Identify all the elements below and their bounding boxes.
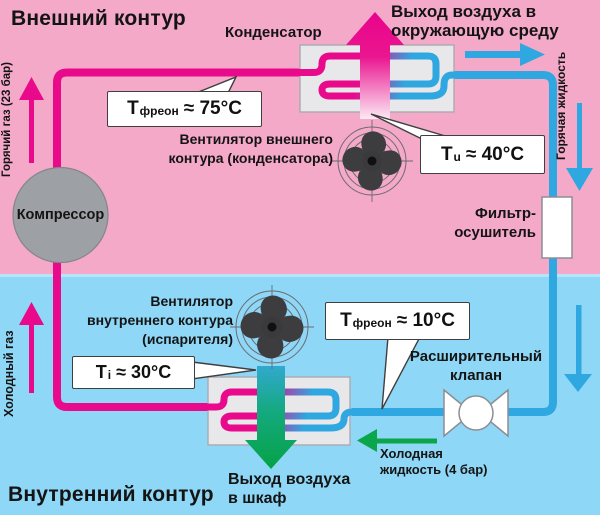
filter-drier-label: Фильтр- осушитель [420, 204, 536, 242]
condenser-fan-label: Вентилятор внешнего контура (конденсатор… [137, 130, 333, 168]
cold-gas-label: Холодный газ [2, 330, 16, 418]
evaporator-fan-label: Вентилятор внутреннего контура (испарите… [74, 292, 233, 349]
t-subscript: i [107, 367, 112, 382]
air-cabinet-label-line2: в шкаф [228, 490, 287, 507]
air-exhaust-arrow [346, 12, 404, 119]
expansion-valve-label: Расширительный клапан [396, 347, 556, 385]
filter-drier-icon [541, 196, 573, 259]
compressor-body [12, 166, 109, 264]
hot-liquid-label: Горячая жидкость [554, 51, 568, 161]
expansion-valve-icon [443, 388, 509, 438]
compressor-label: Компрессор [16, 207, 105, 223]
cold-liquid-label-line2: жидкость (4 бар) [380, 461, 488, 477]
cold-liquid-label-line1: Холодная [380, 446, 443, 461]
expansion-valve-label-line2: клапан [449, 367, 503, 384]
air-exhaust-label: Выход воздуха в окружающую среду [391, 2, 559, 40]
liquid-line-down-arrow [564, 305, 592, 392]
air-exhaust-label-line2: окружающую среду [391, 21, 559, 40]
internal-circuit-heading: Внутренний контур [8, 483, 214, 506]
hot-gas-label: Горячий газ (23 бар) [1, 62, 13, 178]
cold-liquid-flow-arrow [357, 429, 437, 452]
air-cabinet-label-line1: Выход воздуха [228, 471, 351, 488]
section-divider [0, 274, 600, 277]
t-symbol: Т [440, 143, 453, 165]
filter-drier-label-line2: осушитель [454, 224, 536, 241]
evaporator-fan-icon [230, 285, 314, 369]
condenser-fan-icon [331, 120, 413, 202]
hot-gas-flow-arrow [19, 77, 44, 163]
t-symbol: Т [95, 362, 107, 382]
t-symbol: Т [127, 98, 139, 119]
hot-liquid-direction-arrow [465, 43, 545, 66]
condenser-fan-label-line1: Вентилятор внешнего [179, 131, 333, 147]
filter-drier-label-line1: Фильтр- [475, 205, 536, 222]
air-exhaust-label-line1: Выход воздуха в [391, 2, 537, 21]
external-circuit-heading: Внешний контур [11, 7, 186, 30]
evaporator-coil [204, 388, 357, 432]
evaporator-fan-label-line3: (испарителя) [142, 331, 233, 347]
condenser-label: Конденсатор [225, 24, 322, 41]
t-value: ≈ 10°C [396, 310, 455, 331]
cold-liquid-label: Холодная жидкость (4 бар) [380, 446, 487, 477]
t-value: ≈ 75°C [183, 98, 242, 119]
expansion-valve-label-line1: Расширительный [409, 348, 543, 365]
t-value: ≈ 40°C [465, 143, 525, 165]
air-cabinet-label: Выход воздуха в шкаф [228, 470, 350, 508]
condenser-fan-label-line2: контура (конденсатора) [168, 150, 333, 166]
evaporator-fan-label-line2: внутреннего контура [87, 312, 233, 328]
t-value: ≈ 30°C [116, 362, 172, 382]
air-cabinet-arrow [245, 366, 297, 469]
cold-gas-flow-arrow [19, 302, 44, 393]
t-subscript: фреон [139, 104, 179, 118]
t-subscript: фреон [352, 316, 392, 330]
evaporator-fan-label-line1: Вентилятор [150, 293, 233, 309]
hot-liquid-down-arrow [566, 103, 593, 191]
t-symbol: Т [340, 310, 352, 331]
t-subscript: u [453, 149, 461, 164]
